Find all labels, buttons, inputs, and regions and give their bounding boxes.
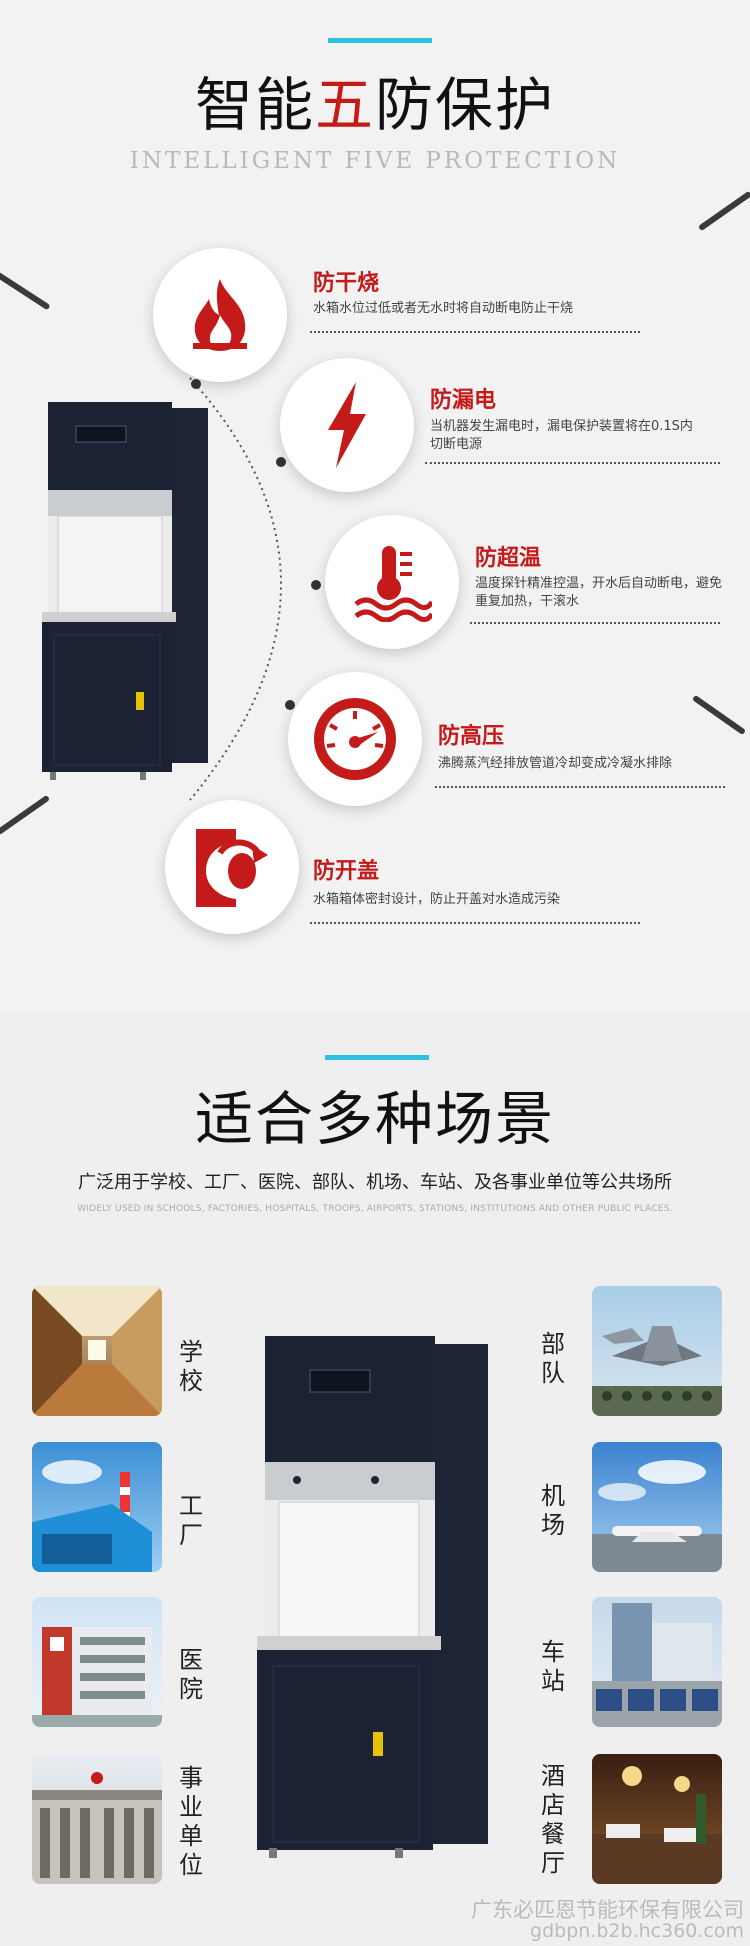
section-title-scenarios: 适合多种场景 xyxy=(194,1085,555,1153)
feature-divider xyxy=(310,922,640,924)
feature-desc-overheat: 温度探针精准控温，开水后自动断电，避免重复加热，干滚水 xyxy=(475,576,723,609)
section-title-protection: 智能五防保护 xyxy=(194,71,556,139)
restaurant-image xyxy=(592,1766,722,1884)
feature-desc-leakage: 当机器发生漏电时，漏电保护装置将在0.1S内切断电源 xyxy=(430,419,693,452)
feature-circle-overheat xyxy=(325,515,459,649)
scenarios-caption-cn: 广泛用于学校、工厂、医院、部队、机场、车站、及各事业单位等公共场所 xyxy=(78,1172,672,1193)
feature-title-overheat: 防超温 xyxy=(475,546,542,571)
scene-label-troops: 部队 xyxy=(541,1330,565,1387)
lightning-bolt-icon xyxy=(328,382,366,468)
water-dispenser-image xyxy=(257,1336,488,1858)
scene-label-station: 车站 xyxy=(541,1638,565,1695)
scene-image-factory xyxy=(32,1442,162,1572)
scene-label-hotel: 酒店餐厅 xyxy=(541,1762,565,1877)
five-protection-section: 智能五防保护 INTELLIGENT FIVE PROTECTION xyxy=(0,38,750,934)
scene-label-institution: 事业单位 xyxy=(179,1764,203,1879)
hospital-image xyxy=(32,1627,162,1727)
thermometer-icon xyxy=(354,546,432,622)
scene-label-school: 学校 xyxy=(179,1338,203,1395)
scene-image-airport xyxy=(592,1442,722,1572)
feature-desc-dry-burn: 水箱水位过低或者无水时将自动断电防止干烧 xyxy=(313,301,574,316)
institution-building-image xyxy=(32,1772,162,1884)
scene-image-troops xyxy=(592,1286,722,1416)
scene-image-institution xyxy=(32,1754,162,1884)
scene-label-hospital: 医院 xyxy=(179,1646,203,1703)
factory-image xyxy=(32,1460,152,1572)
watermark-company: 广东必匹恩节能环保有限公司 xyxy=(471,1898,744,1922)
scene-label-airport: 机场 xyxy=(541,1482,565,1539)
flame-icon xyxy=(193,279,247,351)
feature-divider xyxy=(310,331,640,333)
accent-bar xyxy=(325,1055,429,1060)
scenarios-caption-en: WIDELY USED IN SCHOOLS, FACTORIES, HOSPI… xyxy=(77,1204,673,1214)
feature-divider xyxy=(425,462,720,464)
scene-image-station xyxy=(592,1597,722,1727)
scene-image-hospital xyxy=(32,1597,162,1727)
school-corridor-image xyxy=(32,1286,162,1416)
feature-divider xyxy=(435,786,725,788)
scene-label-factory: 工厂 xyxy=(179,1492,203,1549)
section-subtitle-protection: INTELLIGENT FIVE PROTECTION xyxy=(129,148,621,174)
feature-connector-arc xyxy=(189,377,321,801)
watermark-url: gdbpn.b2b.hc360.com xyxy=(530,1920,744,1942)
scene-image-school xyxy=(32,1286,162,1416)
feature-desc-lid-open: 水箱箱体密封设计，防止开盖对水造成污染 xyxy=(313,892,561,907)
scenarios-section: 适合多种场景 广泛用于学校、工厂、医院、部队、机场、车站、及各事业单位等公共场所… xyxy=(0,1010,750,1946)
feature-title-lid-open: 防开盖 xyxy=(313,859,380,884)
feature-desc-high-pressure: 沸腾蒸汽经排放管道冷却变成冷凝水排除 xyxy=(438,756,673,771)
lid-lock-icon xyxy=(196,829,268,907)
scene-image-hotel xyxy=(592,1754,722,1884)
feature-divider xyxy=(470,622,720,624)
feature-title-leakage: 防漏电 xyxy=(430,388,497,413)
pressure-gauge-icon xyxy=(314,698,396,780)
bus-station-image xyxy=(592,1603,722,1727)
water-dispenser-image xyxy=(42,402,208,780)
accent-bar xyxy=(328,38,432,43)
feature-circle-lid-open xyxy=(165,800,299,934)
feature-circle-leakage xyxy=(280,358,414,492)
feature-title-high-pressure: 防高压 xyxy=(438,724,505,749)
feature-title-dry-burn: 防干烧 xyxy=(313,271,380,296)
airport-image xyxy=(592,1460,722,1572)
military-jets-image xyxy=(592,1326,722,1416)
feature-circle-high-pressure xyxy=(288,672,422,806)
feature-circle-dry-burn xyxy=(153,248,287,382)
